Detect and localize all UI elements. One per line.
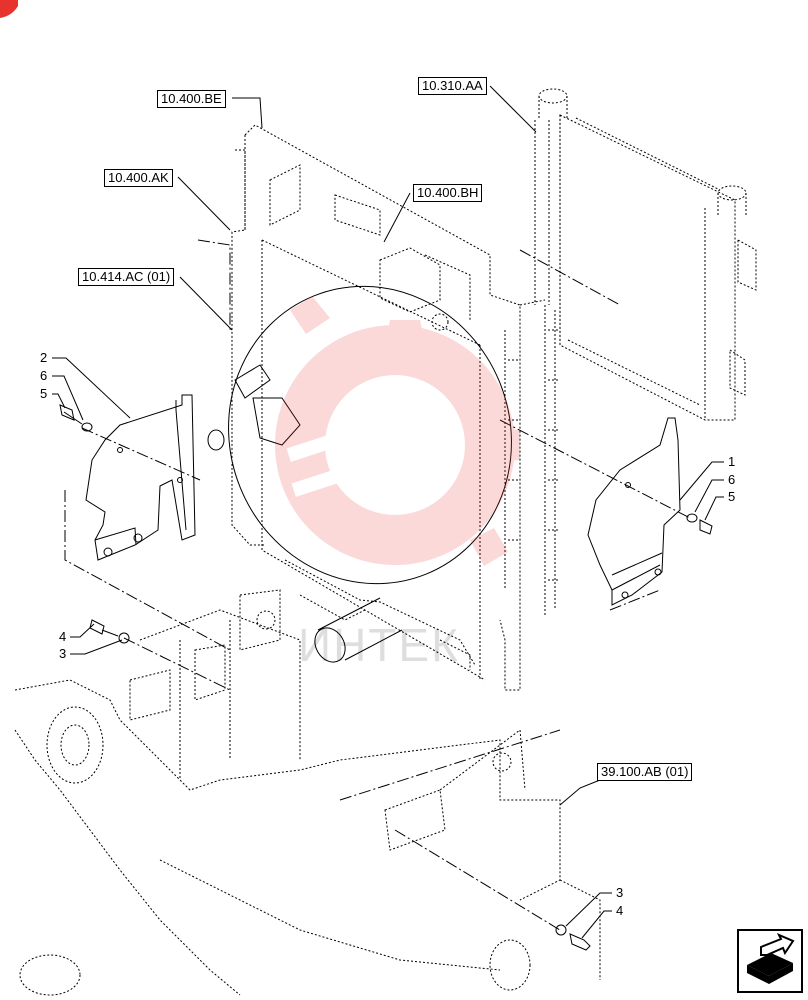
upper-bolt-set [89, 619, 130, 644]
page-arrow-icon[interactable] [737, 929, 803, 993]
cooling-package [231, 124, 560, 691]
callout-left-bolt: 5 [40, 386, 48, 401]
red-corner-icon [0, 0, 18, 18]
radiator-core [534, 88, 757, 421]
ref-10-400-be[interactable]: 10.400.BE [157, 90, 226, 108]
chassis-frame [14, 589, 601, 996]
ref-10-400-ak[interactable]: 10.400.AK [104, 169, 173, 187]
lower-bolt-set [555, 924, 591, 951]
right-bolt-set [686, 513, 713, 535]
ref-10-310-aa[interactable]: 10.310.AA [418, 77, 487, 95]
ref-10-400-bh[interactable]: 10.400.BH [413, 184, 483, 202]
left-mount-bracket [85, 394, 196, 561]
left-bolt-set [59, 404, 93, 432]
callout-lower-bolt: 4 [616, 903, 624, 918]
callout-left-part: 2 [40, 350, 48, 365]
callout-lower-washer: 3 [616, 885, 624, 900]
callout-upper-bolt: 4 [59, 629, 67, 644]
callout-right-washer: 6 [728, 472, 736, 487]
callout-right-bolt: 5 [728, 489, 736, 504]
ref-10-414-ac[interactable]: 10.414.AC (01) [78, 268, 175, 286]
ref-39-100-ab[interactable]: 39.100.AB (01) [597, 763, 693, 781]
callout-upper-washer: 3 [59, 646, 67, 661]
right-mount-bracket [587, 417, 681, 606]
callout-left-washer: 6 [40, 368, 48, 383]
callout-right-part: 1 [728, 454, 736, 469]
fan-shroud [207, 285, 512, 663]
leader-lines [52, 85, 724, 939]
watermark-text: ИНТЕК [298, 619, 460, 671]
watermark-logo [275, 296, 520, 566]
alignment-lines [64, 239, 691, 931]
